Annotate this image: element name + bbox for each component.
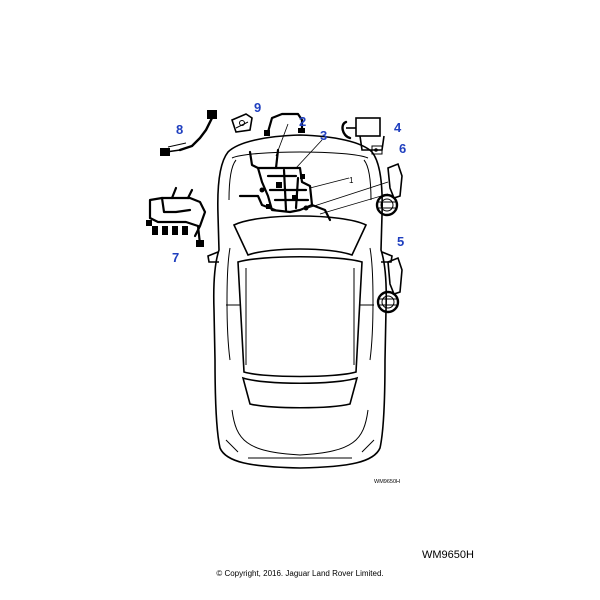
part-7-harness (146, 186, 207, 247)
connector-block (276, 182, 282, 188)
callout-7: 7 (172, 250, 179, 265)
part-2-lead (264, 112, 305, 136)
copyright-notice: © Copyright, 2016. Jaguar Land Rover Lim… (216, 569, 384, 578)
callout-1: 1 (349, 176, 354, 185)
part-5-horn (376, 256, 403, 314)
part-4-relay (341, 117, 385, 155)
leader-lines (275, 123, 389, 215)
engine-bay-harness (238, 148, 332, 222)
callout-4: 4 (394, 120, 402, 135)
callout-8: 8 (176, 122, 183, 137)
connector-block (292, 195, 298, 201)
inner-reference-code: WM9650H (374, 479, 400, 485)
callout-5: 5 (397, 234, 404, 249)
callout-6: 6 (399, 141, 406, 156)
reference-code: WM9650H (422, 549, 474, 561)
callout-3: 3 (320, 128, 327, 143)
callout-2: 2 (299, 114, 306, 129)
part-6-horn (375, 162, 403, 217)
connector-block (266, 204, 271, 209)
callout-9: 9 (254, 100, 261, 115)
part-8-sensor (160, 110, 217, 156)
car-body-outline (207, 134, 393, 469)
connector-block (300, 174, 305, 179)
part-9-bracket (231, 113, 253, 133)
